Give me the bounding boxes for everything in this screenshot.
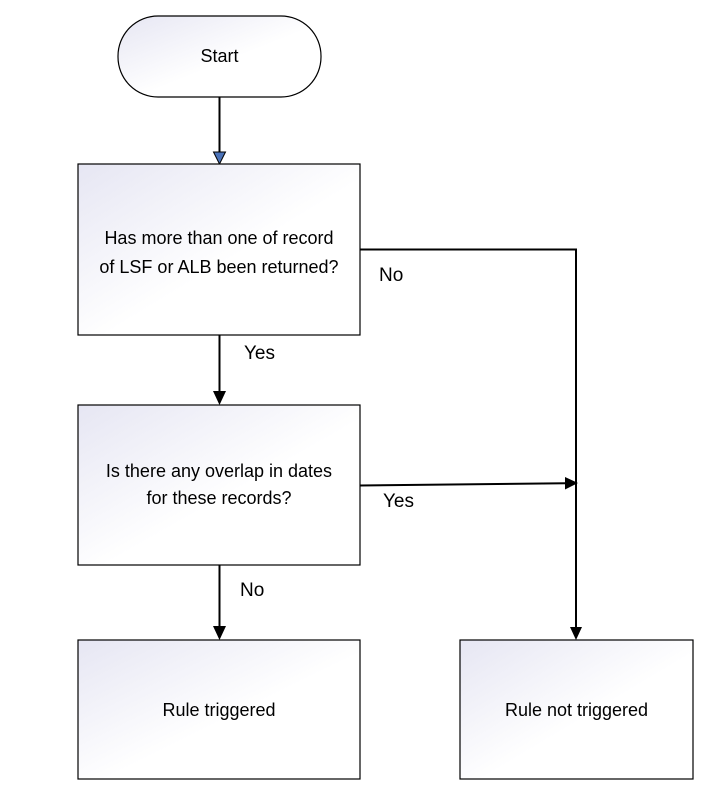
- rule-triggered-label: Rule triggered: [162, 700, 275, 720]
- start-label: Start: [200, 46, 238, 66]
- connector-records-no: No: [360, 248, 582, 640]
- edge-label-records-yes: Yes: [244, 343, 275, 364]
- arrowhead-icon: [213, 391, 226, 405]
- connector-overlap-no: No: [213, 565, 264, 640]
- decision-records-box: [77, 163, 361, 336]
- arrowhead-icon: [570, 627, 582, 640]
- connector-records-yes: Yes: [213, 335, 275, 405]
- decision-overlap-box: [77, 404, 361, 566]
- edge-label-overlap-no: No: [240, 580, 264, 601]
- arrowhead-icon: [565, 477, 578, 490]
- decision-records-line1: Has more than one of record: [104, 228, 333, 248]
- rule-triggered-box: [77, 639, 361, 780]
- edge-label-overlap-yes: Yes: [383, 491, 414, 512]
- outcome-rule-not-triggered: Rule not triggered: [459, 639, 694, 780]
- decision-overlap-line2: for these records?: [146, 488, 291, 508]
- rule-not-triggered-label: Rule not triggered: [505, 700, 648, 720]
- arrowhead-icon: [213, 626, 226, 640]
- decision-overlap-line1: Is there any overlap in dates: [106, 461, 332, 481]
- start-arrowhead-icon: [212, 151, 227, 166]
- start-node: Start: [117, 15, 322, 98]
- decision-records-line2: of LSF or ALB been returned?: [99, 257, 338, 277]
- outcome-rule-triggered: Rule triggered: [77, 639, 361, 780]
- decision-records-returned: Has more than one of record of LSF or AL…: [77, 163, 361, 336]
- rule-not-triggered-box: [459, 639, 694, 780]
- connector-overlap-yes: Yes: [359, 477, 578, 512]
- edge-label-records-no: No: [379, 265, 403, 286]
- decision-dates-overlap: Is there any overlap in dates for these …: [77, 404, 361, 566]
- connector-start-to-decision: [212, 97, 227, 166]
